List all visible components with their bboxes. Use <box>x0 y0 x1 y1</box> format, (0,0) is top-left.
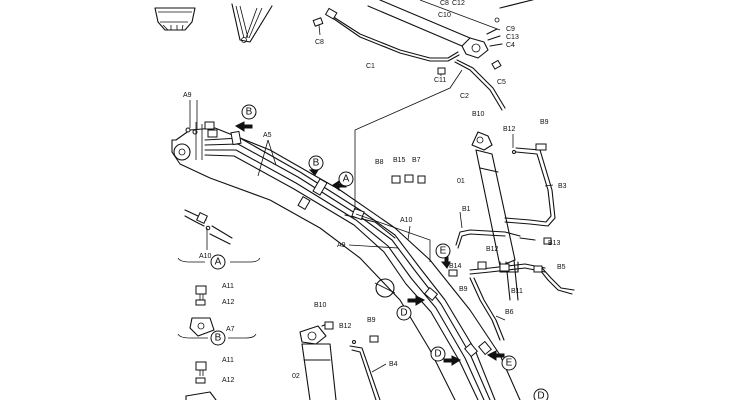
arm-thumbnail <box>231 3 273 43</box>
label-b4: B4 <box>389 361 398 368</box>
callouts: B B A E D D E D <box>210 104 549 400</box>
label-b1: B1 <box>462 206 471 213</box>
label-c4: C4 <box>506 42 515 49</box>
svg-text:B: B <box>215 333 222 344</box>
label-a9-right: A9 <box>337 242 346 249</box>
label-a7: A7 <box>226 326 235 333</box>
svg-text:A: A <box>215 257 222 268</box>
svg-text:E: E <box>440 246 447 257</box>
svg-text:D: D <box>537 391 544 400</box>
fitting-c5 <box>491 59 502 70</box>
label-b9-low: B9 <box>367 317 376 324</box>
label-b9-top: B9 <box>540 119 549 126</box>
detail-b <box>177 285 257 339</box>
label-b12-mid: B12 <box>486 246 499 253</box>
hose-b6 <box>469 277 505 341</box>
callout-b-detail: B <box>210 330 226 346</box>
label-b6: B6 <box>505 309 514 316</box>
bolt-c8-left <box>312 17 324 36</box>
label-b10-top: B10 <box>472 111 485 118</box>
label-a11-b: A11 <box>222 283 234 290</box>
label-c2: C2 <box>460 93 469 100</box>
label-a10-detail: A10 <box>199 253 212 260</box>
boom-body <box>171 127 521 400</box>
boom-cylinder-02 <box>299 321 337 400</box>
leader-lines-top <box>354 69 463 262</box>
svg-text:B: B <box>246 107 253 118</box>
callout-b-2: B <box>308 155 324 171</box>
label-b8: B8 <box>375 159 384 166</box>
pipe-c1 <box>324 7 460 62</box>
label-a11-c: A11 <box>222 357 234 364</box>
label-b14: B14 <box>449 263 462 270</box>
leader-lines <box>189 100 554 373</box>
svg-text:A: A <box>343 174 350 185</box>
label-b13: B13 <box>548 240 561 247</box>
label-02: 02 <box>292 373 300 380</box>
hose-b5 <box>533 265 575 295</box>
pipe-b3 <box>504 143 556 227</box>
label-c10: C10 <box>438 12 451 19</box>
bucket-cylinder-assembly <box>367 0 535 59</box>
label-c8-top: C8 <box>440 0 449 7</box>
label-a9-top: A9 <box>183 92 192 99</box>
callout-e-1: E <box>435 243 451 259</box>
label-b5: B5 <box>557 264 566 271</box>
pipe-b4 <box>324 321 381 400</box>
callout-a-1: A <box>338 171 354 187</box>
label-c11: C11 <box>434 77 446 84</box>
fitting-c11 <box>437 67 446 76</box>
label-b3: B3 <box>558 183 567 190</box>
label-b10-low: B10 <box>314 302 327 309</box>
label-a12-b: A12 <box>222 299 235 306</box>
bucket-thumbnail <box>154 7 196 31</box>
callout-d-3: D <box>533 388 549 400</box>
label-b15: B15 <box>393 157 406 164</box>
callout-b-1: B <box>241 104 257 120</box>
label-a12-c: A12 <box>222 377 235 384</box>
svg-text:D: D <box>434 349 441 360</box>
callout-a-detail: A <box>210 254 226 270</box>
label-a5: A5 <box>263 132 272 139</box>
label-c1: C1 <box>366 63 375 70</box>
detail-c <box>185 361 217 400</box>
svg-text:D: D <box>400 308 407 319</box>
detail-a <box>177 209 261 263</box>
label-b9-mid: B9 <box>459 286 468 293</box>
callout-d-1: D <box>396 305 412 321</box>
part-labels: C8 C12 C10 C9 C13 C4 C8 C1 C11 C5 C2 A9 … <box>183 0 567 384</box>
hose-c2 <box>454 59 506 111</box>
label-b12-top: B12 <box>503 126 516 133</box>
callout-d-2: D <box>430 346 446 362</box>
callout-e-2: E <box>501 355 517 371</box>
label-c13: C13 <box>506 34 519 41</box>
label-b11: B11 <box>511 288 523 295</box>
fittings-b-mid <box>391 150 552 277</box>
label-c9: C9 <box>506 26 515 33</box>
svg-text:E: E <box>506 358 513 369</box>
label-01: 01 <box>457 178 465 185</box>
label-c12: C12 <box>452 0 465 7</box>
svg-text:B: B <box>313 158 320 169</box>
boom-left-fittings <box>185 121 218 160</box>
label-b7: B7 <box>412 157 421 164</box>
label-c5: C5 <box>497 79 506 86</box>
label-a10-right: A10 <box>400 217 413 224</box>
label-b12-low: B12 <box>339 323 352 330</box>
arm-cylinder-01 <box>471 131 519 301</box>
pipes-a5 <box>204 130 496 400</box>
label-c8-left: C8 <box>315 39 324 46</box>
